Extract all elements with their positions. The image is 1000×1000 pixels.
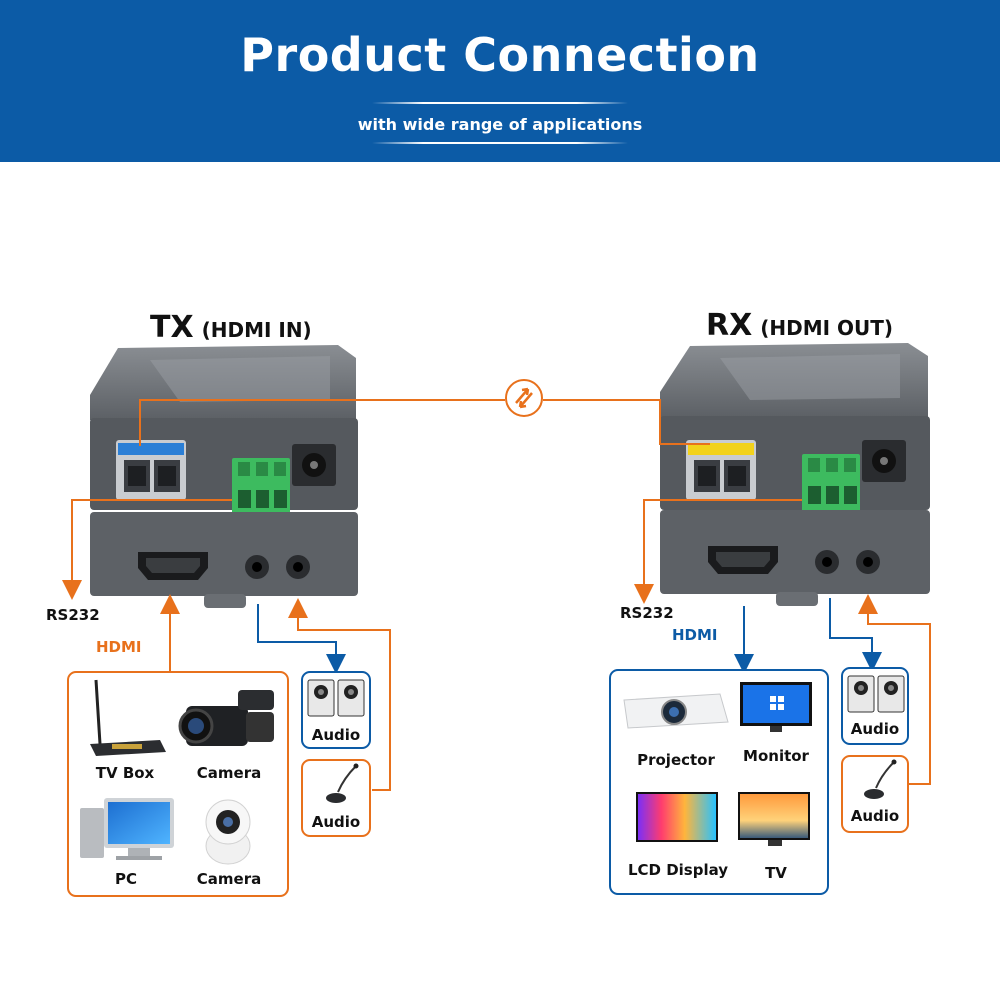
rx-title: RX (HDMI OUT) (706, 308, 893, 343)
tx-rs232-line (62, 499, 232, 600)
tx-rs232-label: RS232 (46, 606, 100, 624)
rx-audio-in-label: Audio (850, 807, 900, 825)
video-camera-icon (178, 690, 274, 746)
tx-audio-in-label: Audio (311, 813, 361, 831)
rx-title-sub: (HDMI OUT) (760, 316, 894, 340)
projector-icon (623, 693, 729, 729)
rx-audio-out-line (829, 598, 882, 672)
tx-source-label-2: PC (114, 870, 138, 888)
tx-device (90, 345, 358, 608)
tx-hdmi-port (138, 552, 208, 580)
tx-audio-out-label: Audio (311, 726, 361, 744)
tx-rs232-terminal (232, 458, 290, 514)
rx-hdmi-port (708, 546, 778, 574)
page-subtitle: with wide range of applications (357, 115, 643, 134)
tx-audio-in-line (288, 598, 391, 791)
microphone-icon (864, 759, 897, 799)
security-camera-icon (205, 799, 251, 865)
rx-display-label-2: LCD Display (627, 861, 729, 879)
microphone-icon (326, 763, 359, 803)
rx-rs232-line (634, 499, 802, 604)
divider-bottom (372, 142, 628, 144)
speaker-icon (847, 675, 905, 713)
tv-icon (738, 792, 810, 846)
rx-display-label-1: Monitor (743, 747, 809, 765)
bidirectional-icon (505, 379, 543, 417)
page-title: Product Connection (240, 28, 760, 82)
rx-audio-in-line (858, 594, 931, 785)
rx-title-main: RX (706, 308, 753, 343)
tx-title-main: TX (150, 310, 194, 345)
rx-rs232-terminal (802, 454, 860, 512)
rx-rs232-label: RS232 (620, 604, 674, 622)
lcd-display-icon (636, 792, 718, 842)
rx-sfp-port (686, 440, 756, 500)
rx-display-label-0: Projector (637, 751, 715, 769)
monitor-icon (740, 682, 812, 732)
header-banner: Product Connection with wide range of ap… (0, 0, 1000, 162)
speaker-icon (307, 679, 365, 717)
tx-hdmi-label: HDMI (96, 638, 142, 656)
tx-source-label-0: TV Box (95, 764, 155, 782)
fiber-link (139, 379, 710, 446)
tv-box-icon (90, 679, 166, 756)
rx-audio-out-label: Audio (850, 720, 900, 738)
tx-source-label-1: Camera (196, 764, 262, 782)
rx-device (660, 343, 930, 606)
pc-icon (80, 798, 174, 860)
tx-title-sub: (HDMI IN) (201, 318, 312, 342)
divider-top (372, 102, 628, 104)
rx-display-label-3: TV (765, 864, 787, 882)
tx-audio-out-line (257, 604, 346, 674)
tx-sfp-port (116, 440, 186, 500)
tx-title: TX (HDMI IN) (150, 310, 312, 345)
rx-hdmi-label: HDMI (672, 626, 718, 644)
tx-source-label-3: Camera (196, 870, 262, 888)
